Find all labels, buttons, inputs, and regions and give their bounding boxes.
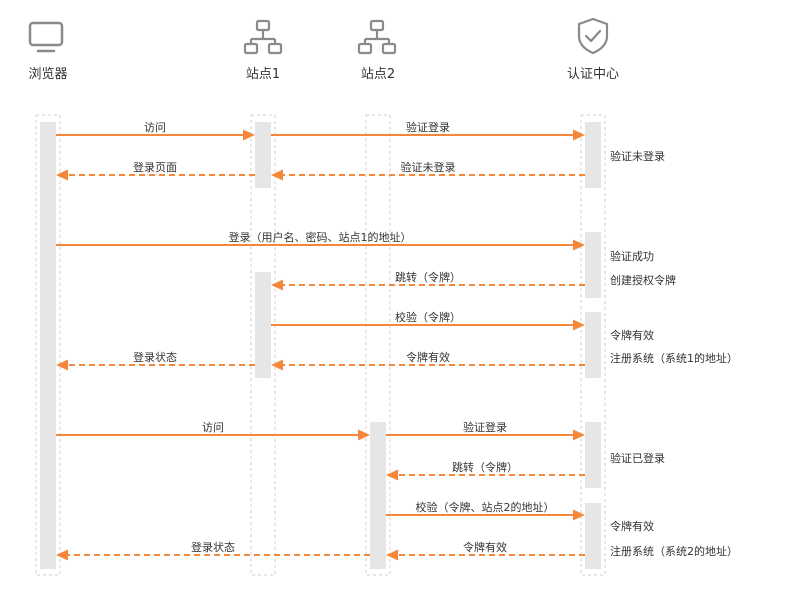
message-label: 跳转（令牌） [395, 271, 461, 284]
note-line: 注册系统（系统1的地址） [610, 352, 738, 365]
arrowhead-icon [386, 469, 398, 481]
arrowhead-icon [56, 169, 68, 181]
arrowhead-icon [358, 429, 370, 441]
arrowhead-icon [573, 509, 585, 521]
note-line: 验证未登录 [610, 150, 665, 163]
lifeline-auth [580, 114, 606, 576]
network-icon [243, 19, 283, 55]
message-label: 访问 [144, 121, 166, 134]
note-line: 验证成功 [610, 250, 654, 263]
message-label: 访问 [202, 421, 224, 434]
note-line: 注册系统（系统2的地址） [610, 545, 738, 558]
lifeline-browser [35, 114, 61, 576]
message-label: 校验（令牌） [395, 311, 461, 324]
monitor-icon [28, 21, 64, 53]
message-label: 校验（令牌、站点2的地址） [415, 501, 555, 514]
arrowhead-icon [243, 129, 255, 141]
note-line: 创建授权令牌 [610, 274, 676, 287]
note-line: 验证已登录 [610, 452, 665, 465]
shield-check-icon [577, 17, 609, 55]
lifeline-site2 [365, 114, 391, 576]
activation-bar-auth [585, 503, 601, 569]
actor-label-browser: 浏览器 [28, 67, 68, 82]
message-label: 登录（用户名、密码、站点1的地址） [228, 231, 412, 244]
arrowhead-icon [271, 279, 283, 291]
activation-bar-browser [40, 122, 56, 569]
arrowhead-icon [573, 319, 585, 331]
message-label: 验证登录 [406, 121, 450, 134]
activation-bar-auth [585, 312, 601, 378]
note-line: 令牌有效 [610, 329, 654, 342]
arrowhead-icon [271, 359, 283, 371]
activation-bar-site1 [255, 272, 271, 378]
note-line: 令牌有效 [610, 520, 654, 533]
arrowhead-icon [386, 549, 398, 561]
message-label: 验证未登录 [400, 161, 456, 174]
arrowhead-icon [573, 129, 585, 141]
message-label: 登录状态 [133, 351, 177, 364]
arrowhead-icon [573, 239, 585, 251]
actor-label-auth-center: 认证中心 [566, 67, 620, 82]
actor-label-site2: 站点2 [360, 67, 396, 82]
message-label: 令牌有效 [406, 351, 450, 364]
activation-bar-auth [585, 232, 601, 298]
arrowhead-icon [56, 359, 68, 371]
activation-bar-site1 [255, 122, 271, 188]
message-label: 跳转（令牌） [452, 461, 518, 474]
lifeline-site1 [250, 114, 276, 576]
actor-label-site1: 站点1 [245, 67, 281, 82]
activation-bar-auth [585, 122, 601, 188]
activation-bar-site2 [370, 422, 386, 569]
activation-bar-auth [585, 422, 601, 488]
message-label: 验证登录 [463, 421, 507, 434]
network-icon [357, 19, 397, 55]
arrowhead-icon [573, 429, 585, 441]
arrowhead-icon [271, 169, 283, 181]
arrowhead-icon [56, 549, 68, 561]
message-label: 令牌有效 [463, 541, 507, 554]
message-label: 登录状态 [191, 541, 235, 554]
message-label: 登录页面 [133, 161, 177, 174]
